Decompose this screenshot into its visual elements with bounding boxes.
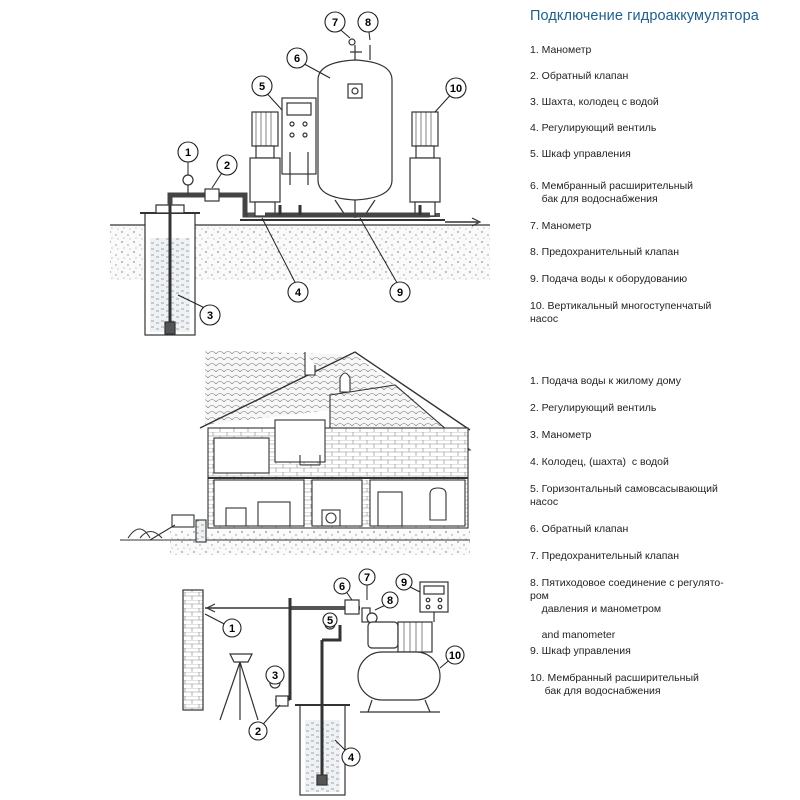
- horizontal-pump: [367, 621, 433, 653]
- callout-circle: [177, 141, 199, 163]
- vertical-pump-left: [249, 111, 281, 217]
- callout-number: 7: [332, 17, 338, 29]
- callout-circle: [389, 281, 411, 303]
- callout-number: 6: [294, 53, 300, 65]
- callout-circle: [395, 573, 413, 591]
- legend-item: 1. Манометр: [530, 44, 592, 56]
- bottom-callout-markers: 1 2 3 4 5 6 7 89 10: [222, 568, 465, 767]
- expansion-tank-bottom: [357, 651, 441, 713]
- legend-item: 3. Манометр: [530, 429, 592, 441]
- legend-item: 2. Обратный клапан: [530, 70, 629, 82]
- vertical-pump-right: [409, 111, 441, 217]
- check-valve-top: [204, 188, 220, 202]
- callout-circle: [286, 47, 308, 69]
- legend-item: 4. Колодец, (шахта) с водой: [530, 456, 669, 468]
- legend-item: 10. Мембранный расширительный бак для во…: [530, 672, 699, 697]
- legend-item: 5. Горизонтальный самовсасывающий насос: [530, 483, 718, 508]
- callout-number: 2: [224, 160, 230, 172]
- page-title: Подключение гидроаккумулятора: [530, 8, 759, 24]
- house-diagram: [120, 350, 472, 555]
- callout-circle: [357, 11, 379, 33]
- callout-number: 3: [272, 670, 278, 682]
- callout-circle: [445, 645, 465, 665]
- control-cabinet-bottom: [419, 581, 449, 622]
- top-callout-markers: 1 2 3 4 5 6 7 8 9 10: [177, 11, 467, 326]
- callout-circle: [216, 154, 238, 176]
- callout-number: 1: [185, 147, 191, 159]
- callout-number: 1: [229, 623, 235, 635]
- garden-tripod: [219, 653, 259, 721]
- callout-number: 2: [255, 726, 261, 738]
- legend-item: 6. Мембранный расширительный бак для вод…: [530, 180, 694, 205]
- bottom-diagram: [182, 581, 449, 796]
- callout-number: 7: [364, 572, 370, 584]
- callout-circle: [341, 747, 361, 767]
- legend-item: 2. Регулирующий вентиль: [530, 402, 657, 414]
- callout-circle: [287, 281, 309, 303]
- callout-number: 8: [387, 595, 393, 607]
- callout-circle: [265, 665, 285, 685]
- control-cabinet-top: [281, 97, 317, 185]
- legend-item: 4. Регулирующий вентиль: [530, 122, 657, 134]
- callout-circle: [445, 77, 467, 99]
- callout-number: 9: [397, 287, 403, 299]
- legend-item: 6. Обратный клапан: [530, 523, 629, 535]
- legend-item: 10. Вертикальный многоступенчатый насос: [530, 300, 712, 325]
- legend-item: 8. Предохранительный клапан: [530, 246, 680, 258]
- callout-circle: [324, 11, 346, 33]
- legend-item: 9. Шкаф управления: [530, 645, 631, 657]
- callout-circle: [199, 304, 221, 326]
- callout-number: 6: [339, 581, 345, 593]
- legend-item: 9. Подача воды к оборудованию: [530, 273, 688, 285]
- callout-circle: [248, 721, 268, 741]
- top-diagram: [110, 38, 490, 336]
- legend-item: 3. Шахта, колодец с водой: [530, 96, 659, 108]
- legend-item: 1. Подача воды к жилому дому: [530, 375, 681, 387]
- callout-number: 3: [207, 310, 213, 322]
- brick-wall: [182, 589, 204, 711]
- callout-circle: [222, 618, 242, 638]
- legend-item: 5. Шкаф управления: [530, 148, 631, 160]
- callout-circle: [333, 577, 351, 595]
- callout-circle: [322, 612, 338, 628]
- legend-item: 8. Пятиходовое соединение с регулято- ро…: [530, 577, 724, 641]
- expansion-tank-top: [317, 38, 393, 218]
- callout-number: 5: [327, 615, 333, 627]
- callout-number: 4: [295, 287, 302, 299]
- callout-number: 8: [365, 17, 371, 29]
- callout-number: 5: [259, 81, 265, 93]
- legend-item: 7. Предохранительный клапан: [530, 550, 680, 562]
- legend-item: 7. Манометр: [530, 220, 592, 232]
- callout-circle: [251, 75, 273, 97]
- callout-circle: [358, 568, 376, 586]
- callout-circle: [381, 591, 399, 609]
- callout-number: 9: [401, 577, 407, 589]
- callout-number: 10: [449, 650, 461, 662]
- callout-number: 4: [348, 752, 355, 764]
- callout-number: 10: [450, 83, 462, 95]
